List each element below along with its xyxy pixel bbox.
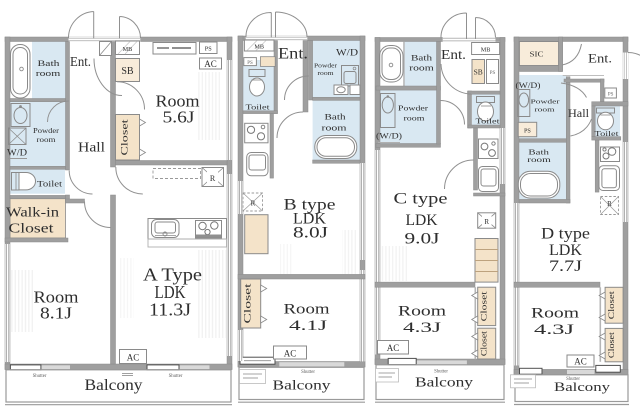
svg-text:R: R: [210, 174, 216, 183]
svg-text:8.1J: 8.1J: [40, 304, 72, 323]
svg-text:Balcony: Balcony: [273, 379, 331, 394]
svg-text:Closet: Closet: [121, 119, 131, 156]
svg-text:Closet: Closet: [480, 290, 489, 321]
svg-text:Balcony: Balcony: [415, 376, 473, 391]
svg-text:Shutter: Shutter: [169, 374, 183, 379]
svg-text:MB: MB: [123, 46, 133, 53]
svg-text:PS: PS: [608, 93, 614, 98]
svg-text:(W/D): (W/D): [376, 132, 402, 141]
svg-text:Room: Room: [284, 302, 331, 318]
svg-text:Shutter: Shutter: [301, 370, 315, 375]
svg-text:PS: PS: [490, 71, 496, 76]
svg-text:W/D: W/D: [7, 148, 28, 158]
svg-text:Room: Room: [34, 288, 79, 307]
svg-text:room: room: [36, 69, 62, 78]
svg-text:room: room: [318, 70, 334, 77]
svg-text:room: room: [409, 64, 435, 73]
svg-text:Closet: Closet: [607, 331, 616, 358]
svg-text:room: room: [322, 124, 348, 133]
svg-text:PS: PS: [247, 61, 253, 66]
svg-text:R: R: [607, 200, 612, 208]
svg-text:Shutter: Shutter: [434, 370, 448, 375]
svg-text:11.3J: 11.3J: [149, 300, 191, 320]
svg-text:AC: AC: [127, 353, 140, 363]
svg-text:4.3J: 4.3J: [534, 322, 575, 338]
svg-text:Toilet: Toilet: [595, 130, 619, 138]
svg-text:PS: PS: [205, 46, 212, 53]
svg-text:Balcony: Balcony: [554, 379, 611, 394]
svg-text:R: R: [484, 218, 489, 226]
svg-text:D type: D type: [541, 226, 590, 243]
svg-text:Bath: Bath: [38, 59, 60, 68]
svg-text:R: R: [251, 200, 256, 208]
svg-text:5.6J: 5.6J: [163, 108, 195, 127]
svg-text:Closet: Closet: [9, 221, 54, 236]
svg-text:4.1J: 4.1J: [289, 318, 328, 334]
svg-text:Ent.: Ent.: [441, 47, 466, 62]
svg-text:PS: PS: [524, 128, 531, 135]
svg-text:Bath: Bath: [528, 149, 549, 157]
svg-text:MB: MB: [481, 47, 491, 54]
svg-text:MB: MB: [254, 44, 264, 51]
svg-text:room: room: [527, 156, 551, 164]
svg-text:Powder: Powder: [531, 99, 560, 106]
svg-text:B type: B type: [284, 197, 336, 214]
svg-text:AC: AC: [284, 349, 297, 359]
svg-text:Room: Room: [398, 304, 447, 320]
svg-text:C type: C type: [394, 191, 448, 208]
svg-text:Ent.: Ent.: [70, 55, 91, 70]
svg-text:A Type: A Type: [143, 265, 202, 285]
svg-text:Hall: Hall: [568, 106, 590, 120]
svg-text:SB: SB: [474, 68, 483, 77]
svg-text:Balcony: Balcony: [85, 377, 143, 394]
svg-text:room: room: [535, 107, 555, 114]
svg-text:Shutter: Shutter: [566, 377, 580, 382]
svg-text:Room: Room: [531, 306, 580, 322]
svg-text:W/D: W/D: [336, 48, 359, 58]
svg-text:LDK: LDK: [155, 282, 186, 302]
svg-text:Closet: Closet: [607, 290, 616, 319]
svg-text:Shutter: Shutter: [33, 374, 47, 379]
svg-text:Walk-in: Walk-in: [6, 205, 59, 220]
svg-text:room: room: [37, 136, 57, 144]
svg-text:AC: AC: [387, 343, 400, 353]
svg-text:Toilet: Toilet: [37, 180, 63, 189]
svg-text:LDK: LDK: [293, 211, 326, 228]
svg-text:Room: Room: [156, 92, 200, 111]
svg-text:Powder: Powder: [314, 63, 337, 70]
svg-text:7.7J: 7.7J: [549, 258, 582, 275]
svg-text:Powder: Powder: [33, 127, 60, 135]
svg-text:9.0J: 9.0J: [405, 231, 440, 248]
svg-text:Powder: Powder: [398, 105, 429, 113]
svg-text:Ent.: Ent.: [278, 46, 308, 63]
svg-text:Closet: Closet: [243, 283, 253, 324]
svg-text:SB: SB: [121, 66, 134, 77]
svg-text:Toilet: Toilet: [246, 104, 270, 112]
svg-text:Toilet: Toilet: [476, 118, 500, 126]
svg-text:Bath: Bath: [411, 54, 432, 63]
svg-text:AC: AC: [574, 357, 587, 367]
svg-text:Ent.: Ent.: [588, 51, 612, 66]
svg-text:8.0J: 8.0J: [293, 225, 328, 242]
svg-text:Hall: Hall: [78, 141, 105, 156]
svg-text:Closet: Closet: [480, 330, 489, 356]
svg-text:room: room: [404, 115, 426, 123]
svg-text:4.3J: 4.3J: [403, 320, 442, 336]
svg-text:LDK: LDK: [406, 212, 438, 229]
svg-text:AC: AC: [204, 59, 217, 69]
svg-text:SIC: SIC: [530, 50, 544, 59]
svg-text:LDK: LDK: [549, 242, 583, 259]
svg-text:Bath: Bath: [325, 113, 346, 122]
svg-text:(W/D): (W/D): [516, 81, 541, 90]
